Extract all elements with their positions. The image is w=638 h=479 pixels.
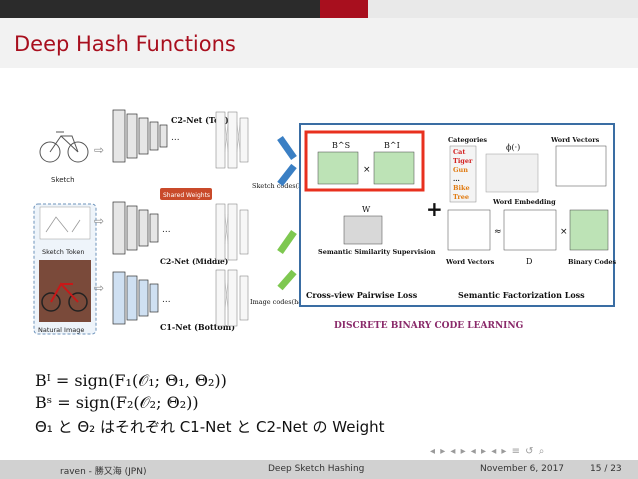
matrix-bs [317, 151, 359, 185]
shared-weights-badge [160, 188, 212, 200]
word-vectors-bottom-label: Word Vectors [445, 258, 495, 266]
binary-codes-label: Binary Codes [568, 258, 617, 266]
categories-box [449, 145, 477, 203]
matrix-w [343, 215, 383, 245]
word-embedding-label: Word Embedding [492, 198, 556, 206]
architecture-figure: Sketch ⇨ Sketch Token Natural Image ⇨ ⇨ … [33, 109, 617, 335]
arrow-right-icon: ⇨ [94, 214, 104, 228]
arrow-blue-lower [277, 163, 297, 187]
approx-icon: ≈ [494, 227, 502, 237]
c2-net-top-layers: ... [112, 109, 180, 163]
category-item: Cat [453, 148, 465, 156]
c2-net-top-label: C2-Net (Top) [171, 115, 229, 125]
c1-net-bottom-label: C1-Net (Bottom) [160, 322, 235, 332]
times-icon: × [363, 165, 371, 175]
top-bar [0, 0, 638, 18]
slide-title: Deep Hash Functions [14, 32, 236, 56]
times-icon: × [560, 227, 568, 237]
formula-theta-note: Θ₁ と Θ₂ はそれぞれ C1-Net と C2-Net の Weight [35, 418, 385, 436]
natural-image-photo [39, 260, 91, 322]
formula-bi: Bᴵ = sign(F₁(𝒪₁; Θ₁, Θ₂)) [35, 371, 227, 390]
formula-bs: Bˢ = sign(F₂(𝒪₂; Θ₂)) [35, 393, 199, 412]
footer-bar: raven - 勝又海 (JPN) Deep Sketch Hashing No… [0, 460, 638, 479]
matrix-bi-label: B^I [384, 141, 400, 150]
d-label: D [526, 257, 532, 266]
top-bar-light-segment [368, 0, 638, 18]
c2-net-middle-label: C2-Net (Middle) [160, 257, 228, 266]
word-vectors-matrix [555, 145, 607, 187]
beamer-nav-icons[interactable]: ◂ ▸ ◂ ▸ ◂ ▸ ◂ ▸ ≡ ↺ ⌕ [430, 446, 546, 457]
category-item: Tree [453, 193, 469, 201]
fc-columns [215, 111, 249, 327]
arrow-green-upper [277, 229, 297, 255]
arrow-blue-upper [277, 135, 297, 161]
svg-text:...: ... [162, 295, 171, 305]
footer-page-number: 15 / 23 [590, 464, 622, 474]
sketch-token-label: Sketch Token [42, 248, 84, 256]
discrete-binary-title: DISCRETE BINARY CODE LEARNING [334, 321, 523, 331]
d-matrix [503, 209, 557, 251]
arrow-right-icon: ⇨ [94, 281, 104, 295]
svg-text:...: ... [171, 133, 180, 143]
category-item: Bike [453, 184, 470, 192]
image-codes-label: Image codes(hash_C1) [250, 298, 325, 306]
phi-label: ϕ(·) [506, 143, 520, 152]
cross-view-loss-label: Cross-view Pairwise Loss [306, 290, 418, 300]
sketch-label: Sketch [51, 176, 75, 184]
category-item: Tiger [453, 157, 473, 165]
footer-date: November 6, 2017 [480, 464, 565, 474]
matrix-bs-label: B^S [332, 141, 350, 150]
word-vectors-matrix-bottom [447, 209, 491, 251]
c2-net-middle-layers: ... [112, 201, 171, 255]
category-item: Gun [453, 166, 468, 174]
footer-talk-title: Deep Sketch Hashing [268, 464, 365, 474]
semantic-similarity-label: Semantic Similarity Supervision [318, 248, 436, 256]
natural-image-label: Natural Image [38, 326, 84, 334]
title-bar: Deep Hash Functions [0, 18, 638, 68]
word-cloud [485, 153, 539, 193]
plus-icon: + [426, 197, 443, 221]
sketch-codes-label: Sketch codes(hash_C2) [252, 182, 329, 190]
c1-net-bottom-layers: ... [112, 271, 171, 325]
sketch-token-thumb [39, 206, 91, 240]
semantic-factorization-loss-label: Semantic Factorization Loss [458, 290, 585, 300]
top-bar-dark-segment [0, 0, 320, 18]
sketch-bicycle-icon [39, 131, 89, 163]
matrix-bi [373, 151, 415, 185]
token-strokes [45, 216, 81, 233]
svg-text:...: ... [162, 225, 171, 235]
category-item: ... [453, 175, 460, 183]
photo-wheel-back [68, 292, 88, 312]
photo-frame [50, 282, 79, 303]
footer-author: raven - 勝又海 (JPN) [60, 467, 147, 477]
top-bar-accent-segment [320, 0, 368, 18]
binary-codes-matrix [569, 209, 609, 251]
arrow-green-lower [277, 269, 297, 291]
categories-label: Categories [448, 136, 487, 144]
word-vectors-label: Word Vectors [550, 136, 600, 144]
matrix-w-label: W [362, 205, 371, 214]
photo-wheel-front [41, 292, 61, 312]
shared-weights-label: Shared Weights [163, 192, 210, 199]
arrow-right-icon: ⇨ [94, 143, 104, 157]
